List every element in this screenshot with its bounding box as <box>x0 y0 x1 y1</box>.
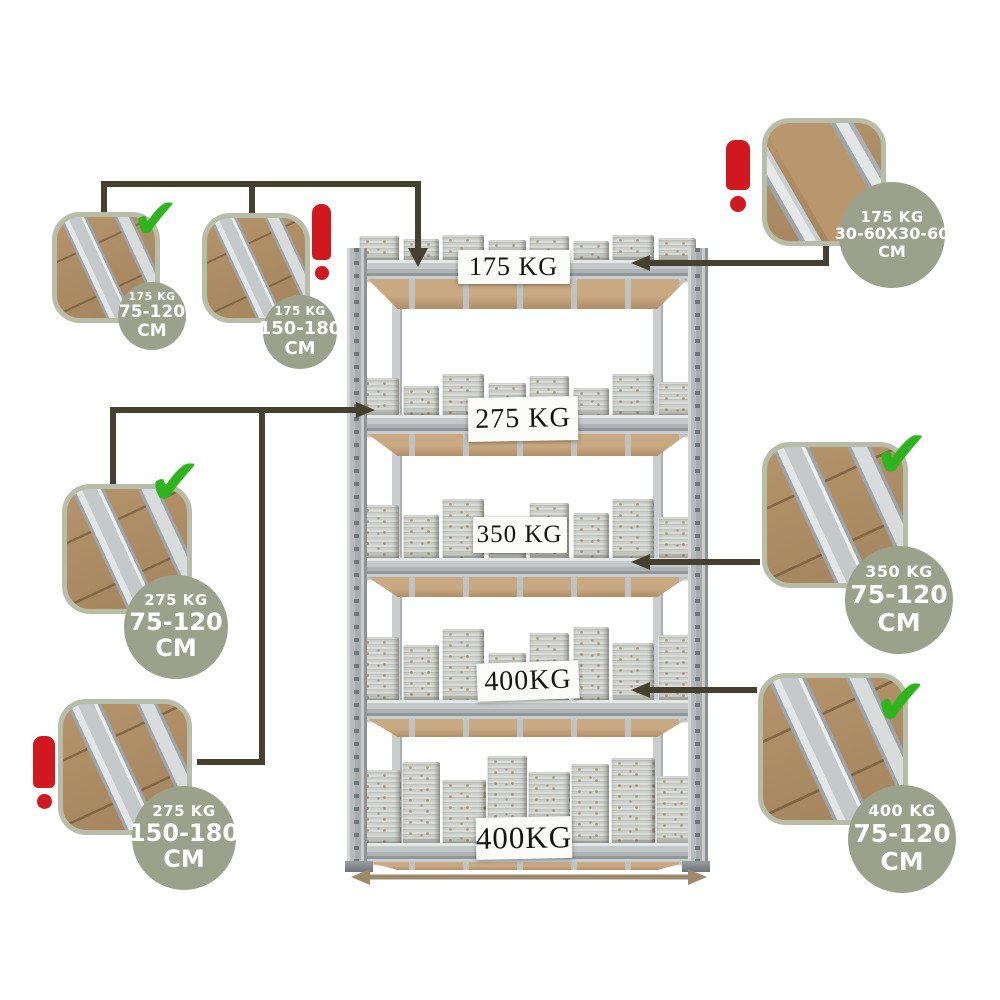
callout-175kg-30-60x30-60cm: 175 KG 30-60X30-60 CM <box>726 118 949 288</box>
shelf-underside <box>367 862 688 870</box>
rack-front-post-right <box>688 248 708 864</box>
badge-size: 75-120 <box>129 607 223 636</box>
badge-size: 75-120 <box>118 302 186 323</box>
badge-size: 150-180 <box>128 818 240 847</box>
shelf-capacity-text: 400KG <box>483 663 572 698</box>
shelf-capacity-card: 400KG <box>475 660 580 702</box>
shelving-rack-photo: 175 KG 275 KG 350 KG <box>345 232 710 872</box>
badge-unit: CM <box>155 634 197 663</box>
capacity-badge: 400 KG 75-120 CM <box>848 785 956 893</box>
tile-stacks <box>359 374 696 416</box>
shelf-level-2: 275 KG <box>355 374 700 456</box>
shelf-capacity-text: 175 KG <box>468 252 559 281</box>
check-icon: ✔ <box>874 416 930 493</box>
shelf-capacity-text: 275 KG <box>474 402 571 435</box>
badge-unit: CM <box>878 242 906 262</box>
badge-weight: 275 KG <box>152 801 216 820</box>
callout-400kg-75-120cm: ✔ 400 KG 75-120 CM <box>758 671 956 893</box>
badge-weight: 275 KG <box>144 590 208 609</box>
capacity-badge: 175 KG 30-60X30-60 CM <box>835 182 949 288</box>
callout-175kg-75-120cm: ✔ 175 KG 75-120 CM <box>52 192 186 350</box>
badge-weight: 175 KG <box>128 289 176 303</box>
capacity-badge: 175 KG 75-120 CM <box>118 282 186 350</box>
rack-foot <box>345 861 373 872</box>
shelf-level-4: 400KG <box>355 627 700 737</box>
shelf-capacity-card: 350 KG <box>472 517 567 553</box>
check-icon: ✔ <box>148 446 202 520</box>
shelf-capacity-text: 400KG <box>475 819 572 856</box>
shelf-underside <box>367 279 688 309</box>
shelf-underside <box>367 577 688 597</box>
shelf-capacity-card: 275 KG <box>467 396 578 442</box>
shelf-underside <box>367 719 688 737</box>
capacity-badge: 275 KG 150-180 CM <box>128 786 240 890</box>
shelf-capacity-card: 400KG <box>475 816 572 860</box>
rack-front-post-left <box>347 248 367 864</box>
callout-275kg-75-120cm: ✔ 275 KG 75-120 CM <box>62 451 228 679</box>
shelf-level-5: 400KG <box>355 756 700 870</box>
shelf-beam <box>355 558 700 578</box>
exclamation-icon <box>726 140 750 212</box>
badge-unit: CM <box>284 337 316 359</box>
badge-unit: CM <box>877 607 921 637</box>
shelf-level-1: 175 KG <box>355 235 700 309</box>
callout-350kg-75-120cm: ✔ 350 KG 75-120 CM <box>762 422 953 654</box>
badge-size: 75-120 <box>853 818 951 848</box>
badge-size: 150-180 <box>258 317 342 339</box>
capacity-badge: 275 KG 75-120 CM <box>124 575 228 679</box>
badge-weight: 175 KG <box>860 207 924 226</box>
exclamation-icon <box>312 204 331 280</box>
check-icon: ✔ <box>874 666 928 740</box>
shelf-beam <box>355 700 700 720</box>
check-icon: ✔ <box>132 187 179 252</box>
shelf-capacity-text: 350 KG <box>476 521 563 548</box>
capacity-badge: 175 KG 150-180 CM <box>259 295 341 369</box>
shelf-underside <box>367 434 688 456</box>
callout-275kg-150-180cm: 275 KG 150-180 CM <box>33 699 239 890</box>
callout-175kg-150-180cm: 175 KG 150-180 CM <box>202 204 341 369</box>
badge-unit: CM <box>137 321 167 342</box>
rack-foot <box>682 861 710 872</box>
capacity-badge: 350 KG 75-120 CM <box>845 546 953 654</box>
badge-weight: 400 KG <box>868 801 936 821</box>
shelf-capacity-card: 175 KG <box>457 250 570 284</box>
badge-weight: 175 KG <box>274 304 326 319</box>
badge-weight: 350 KG <box>865 562 933 582</box>
badge-unit: CM <box>163 845 205 874</box>
badge-size: 75-120 <box>850 579 948 609</box>
badge-unit: CM <box>880 846 924 876</box>
exclamation-icon <box>33 736 55 809</box>
shelf-level-3: 350 KG <box>355 499 700 597</box>
badge-size: 30-60X30-60 <box>834 224 950 244</box>
